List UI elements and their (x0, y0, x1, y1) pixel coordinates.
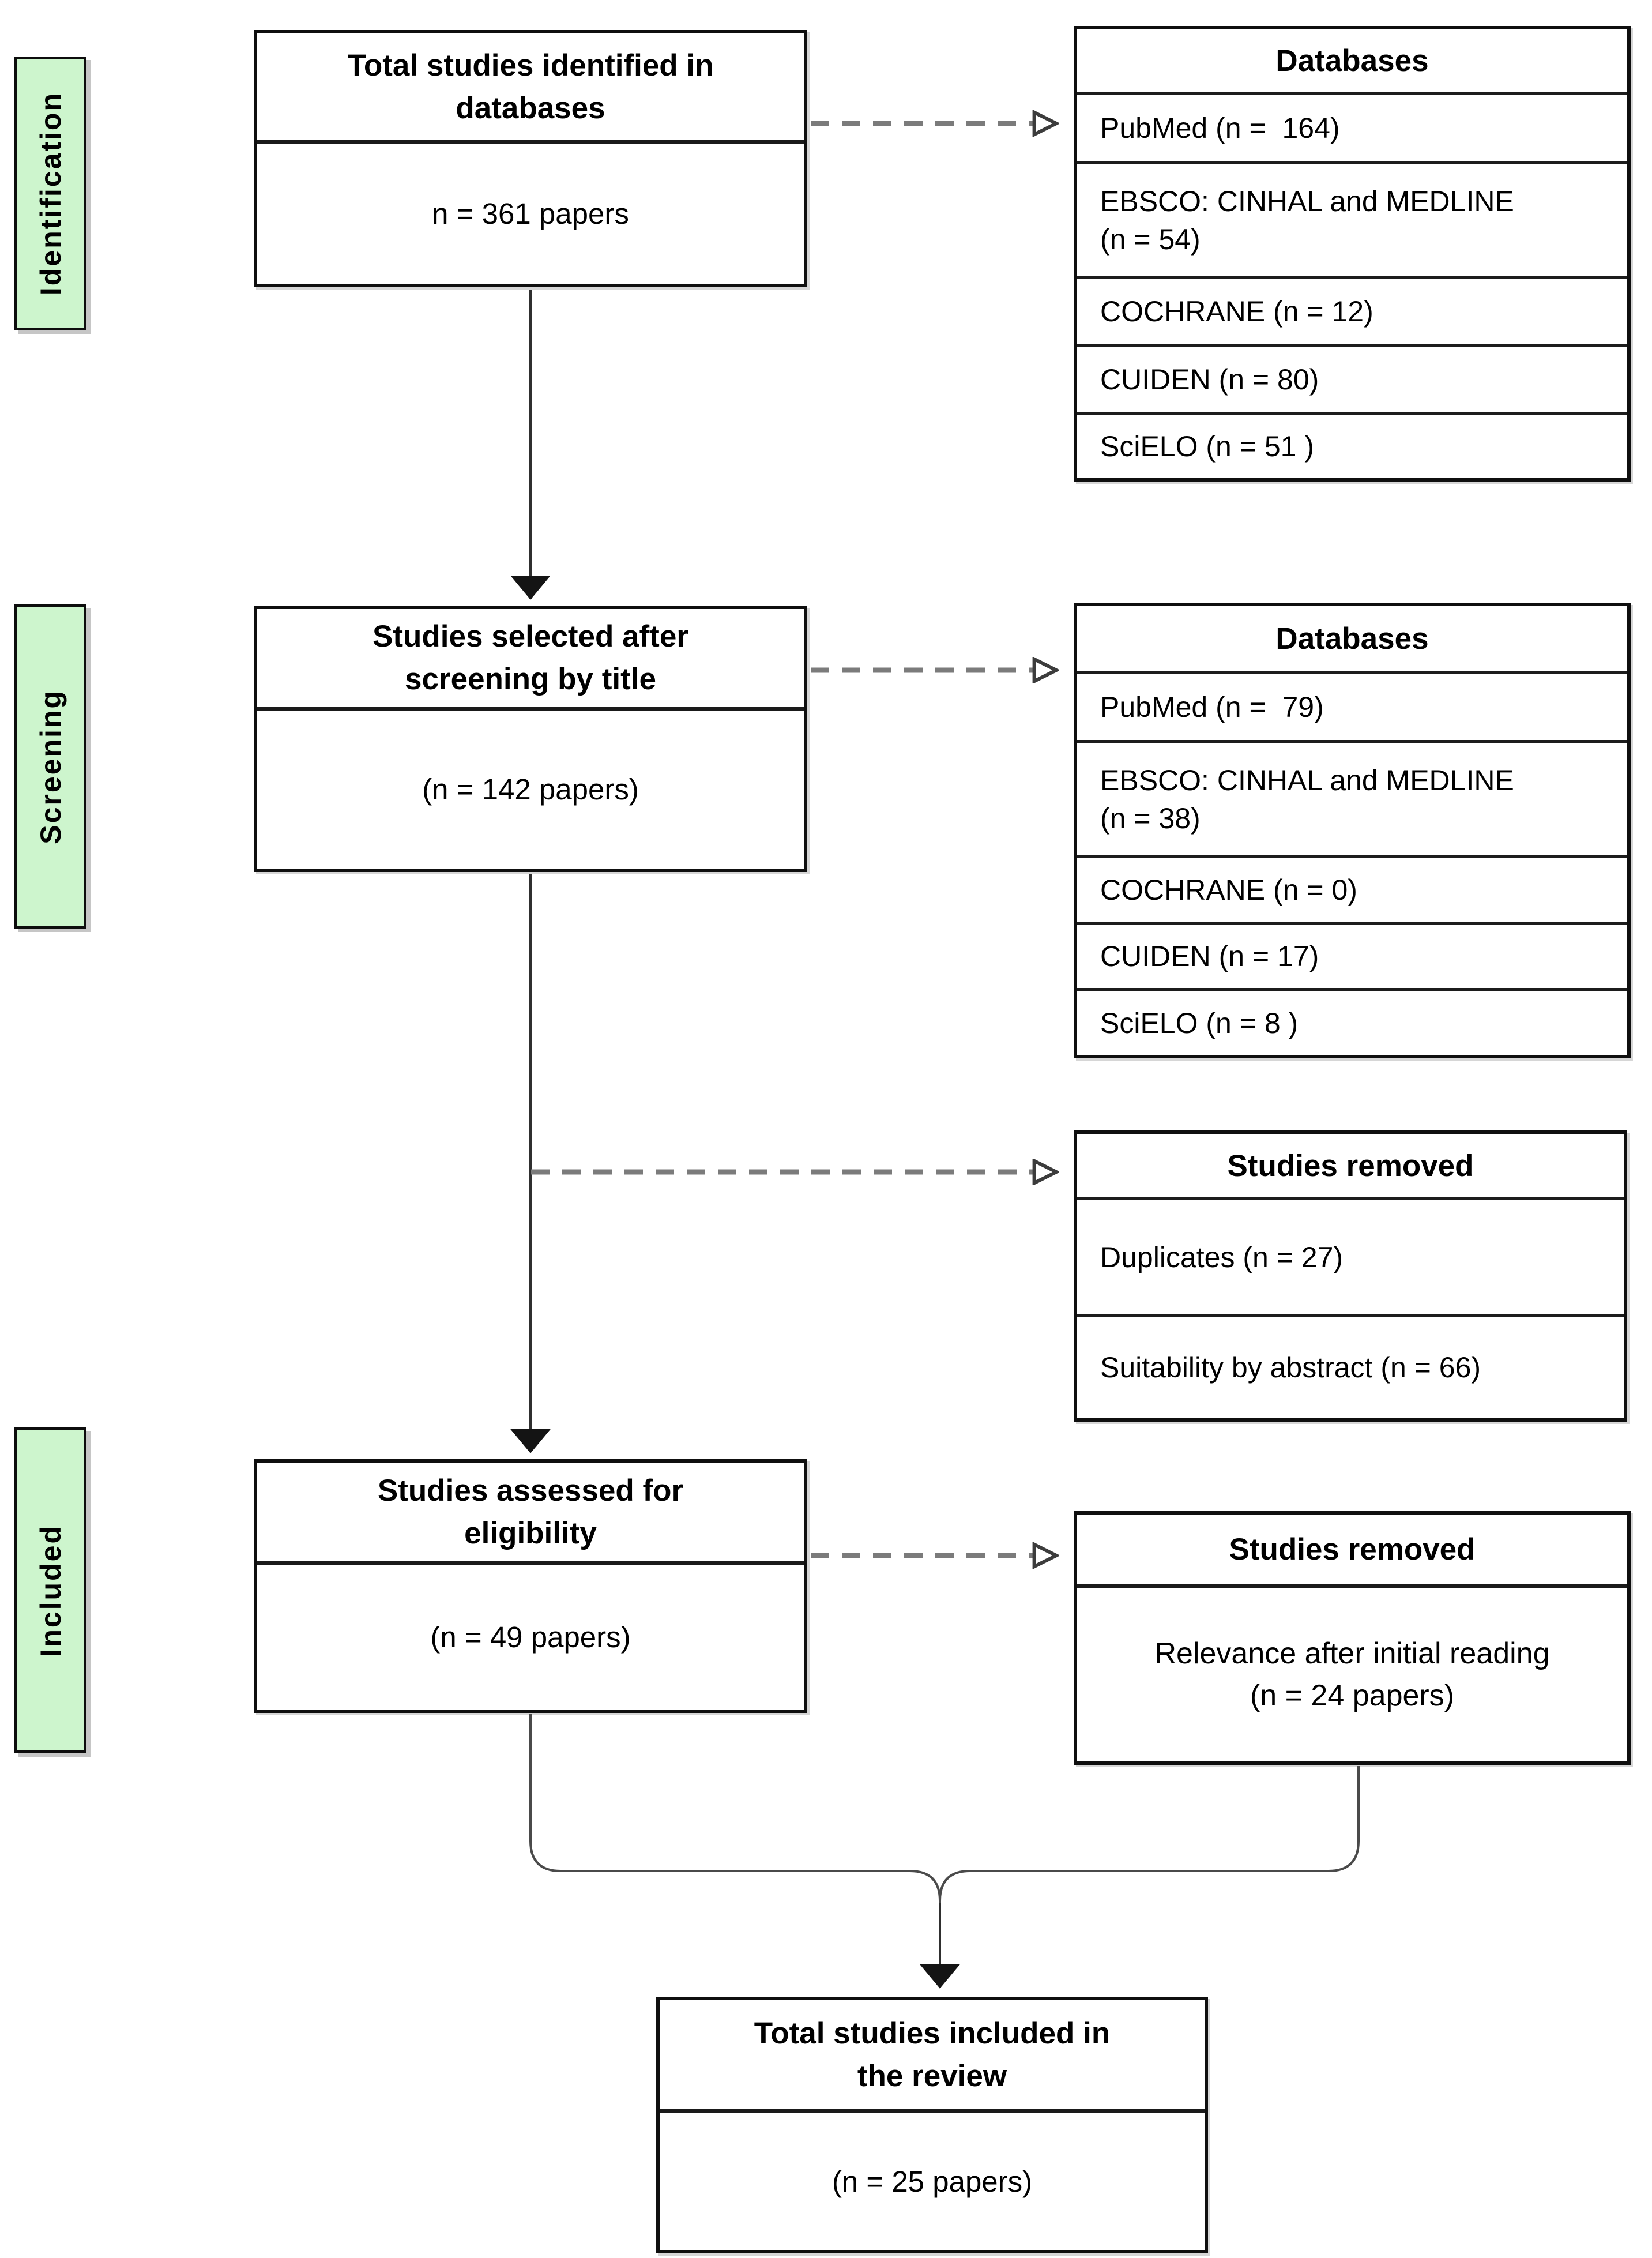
db-ident-row-ebsco: EBSCO: CINHAL and MEDLINE (n = 54) (1077, 161, 1627, 276)
table-databases-identification: Databases PubMed (n = 164) EBSCO: CINHAL… (1074, 26, 1631, 482)
table-databases-screening-title: Databases (1275, 621, 1429, 656)
db-screen-row-cuiden: CUIDEN (n = 17) (1077, 922, 1627, 988)
box-screened-by-title-title: Studies selected after screening by titl… (257, 609, 804, 711)
box-total-included-value: (n = 25 papers) (831, 2165, 1033, 2198)
merge-connector-right (939, 1766, 1360, 1902)
db-ident-row-scielo: SciELO (n = 51 ) (1077, 412, 1627, 478)
box-assessed-eligibility-title: Studies assessed for eligibility (257, 1463, 804, 1565)
box-screened-by-title: Studies selected after screening by titl… (254, 606, 807, 872)
box-total-included-title: Total studies included in the review (660, 2000, 1205, 2113)
table-databases-screening: Databases PubMed (n = 79) EBSCO: CINHAL … (1074, 603, 1631, 1058)
box-removed-eligibility-value: Relevance after initial reading (n = 24 … (1154, 1637, 1550, 1712)
db-screen-row-ebsco: EBSCO: CINHAL and MEDLINE (n = 38) (1077, 740, 1627, 855)
stage-label-identification: Identification (14, 57, 86, 330)
box-removed-eligibility-title: Studies removed (1077, 1515, 1627, 1588)
db-screen-row-scielo: SciELO (n = 8 ) (1077, 988, 1627, 1055)
table-removed-screening-title: Studies removed (1227, 1148, 1474, 1183)
box-total-identified-value: n = 361 papers (432, 197, 629, 231)
removed-row-duplicates: Duplicates (n = 27) (1077, 1197, 1624, 1314)
stage-label-included-text: Included (34, 1524, 67, 1657)
db-ident-row-pubmed: PubMed (n = 164) (1077, 92, 1627, 161)
db-ident-row-cuiden: CUIDEN (n = 80) (1077, 344, 1627, 412)
stage-label-included: Included (14, 1427, 86, 1753)
db-screen-row-cochrane: COCHRANE (n = 0) (1077, 855, 1627, 922)
stage-label-screening: Screening (14, 604, 86, 929)
box-assessed-eligibility: Studies assessed for eligibility (n = 49… (254, 1459, 807, 1713)
box-removed-eligibility: Studies removed Relevance after initial … (1074, 1511, 1631, 1765)
removed-row-suitability: Suitability by abstract (n = 66) (1077, 1314, 1624, 1418)
stage-label-identification-text: Identification (34, 91, 67, 296)
box-total-identified-title: Total studies identified in databases (257, 33, 804, 144)
box-total-identified: Total studies identified in databases n … (254, 30, 807, 287)
box-total-included: Total studies included in the review (n … (656, 1997, 1208, 2253)
stage-label-screening-text: Screening (34, 689, 67, 844)
table-databases-identification-title: Databases (1275, 43, 1429, 78)
db-screen-row-pubmed: PubMed (n = 79) (1077, 671, 1627, 740)
box-screened-by-title-value: (n = 142 papers) (422, 773, 639, 806)
table-removed-screening: Studies removed Duplicates (n = 27) Suit… (1074, 1130, 1627, 1422)
db-ident-row-cochrane: COCHRANE (n = 12) (1077, 276, 1627, 344)
box-assessed-eligibility-value: (n = 49 papers) (430, 1621, 631, 1654)
merge-connector-left (529, 1714, 941, 1908)
